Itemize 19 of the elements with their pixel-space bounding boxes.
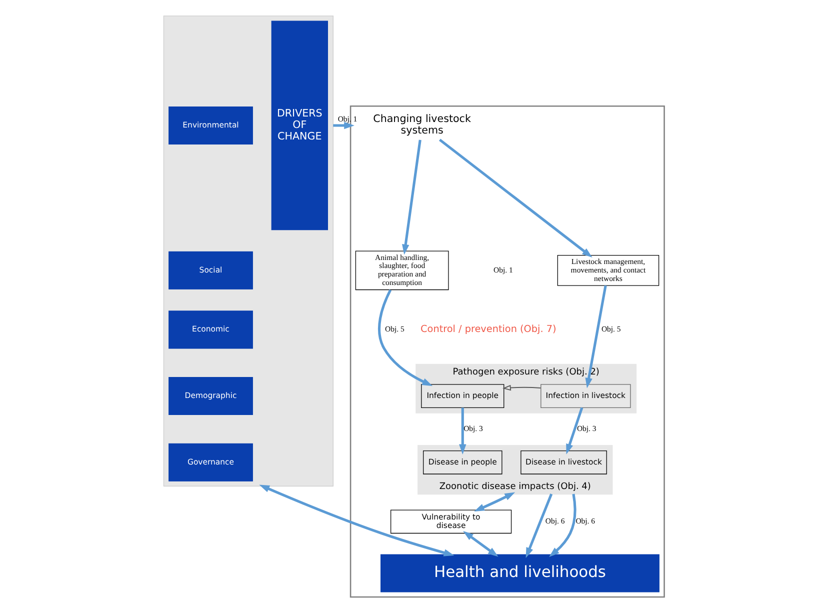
label: Control / prevention (Obj. 7) — [420, 324, 556, 335]
cluster — [162, 16, 333, 487]
arrow — [474, 492, 515, 512]
arrow — [402, 140, 421, 255]
arrow — [566, 407, 583, 454]
arrow — [502, 384, 541, 391]
node-box: Health and livelihoods — [380, 554, 659, 592]
arrow — [438, 138, 592, 258]
arrow — [525, 493, 552, 558]
arrow — [258, 484, 454, 556]
node-box: DRIVERS OF CHANGE — [270, 20, 328, 230]
arrow — [377, 289, 432, 386]
arrow — [462, 531, 498, 557]
arrow — [548, 494, 576, 557]
node-text: Changing livestock systems — [372, 113, 470, 137]
arrow — [458, 408, 466, 455]
arrow — [584, 285, 606, 388]
arrow — [332, 122, 354, 130]
cluster — [349, 106, 664, 598]
